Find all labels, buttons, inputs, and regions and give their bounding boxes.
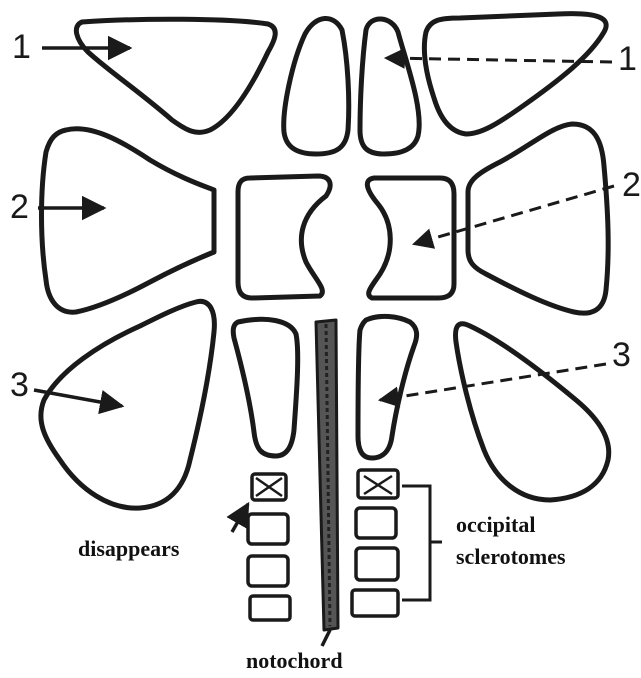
left-block-1 <box>76 19 275 132</box>
label-left-2: 2 <box>10 188 29 226</box>
label-left-1: 1 <box>12 28 31 66</box>
right-sclerotome-4 <box>352 590 398 616</box>
left-column-1 <box>284 18 349 154</box>
label-right-3: 3 <box>612 336 631 374</box>
left-sclerotome-2 <box>248 514 288 544</box>
label-occipital: occipital <box>456 512 535 537</box>
label-left-3: 3 <box>10 366 29 404</box>
right-sclerotome-2 <box>356 508 396 538</box>
label-sclerotomes: sclerotomes <box>456 544 566 569</box>
left-block-3 <box>41 301 215 508</box>
right-block-3 <box>456 324 609 500</box>
label-disappears: disappears <box>78 536 180 561</box>
right-centrum <box>367 178 454 298</box>
label-right-1: 1 <box>618 40 637 78</box>
left-sclerotome-3 <box>248 556 288 586</box>
label-notochord: notochord <box>246 648 343 673</box>
occipital-bracket <box>402 486 442 600</box>
right-block-1 <box>424 14 606 134</box>
right-column-3 <box>358 316 417 458</box>
right-block-2 <box>468 124 608 313</box>
left-sclerotome-4 <box>250 596 290 620</box>
right-sclerotome-3 <box>356 548 398 580</box>
arrow-notochord <box>322 630 330 646</box>
arrow-disappears <box>232 504 248 532</box>
left-block-2 <box>42 129 215 312</box>
label-right-2: 2 <box>622 166 641 204</box>
left-centrum <box>238 176 330 298</box>
right-column-1 <box>360 19 419 154</box>
left-column-3 <box>233 319 297 456</box>
